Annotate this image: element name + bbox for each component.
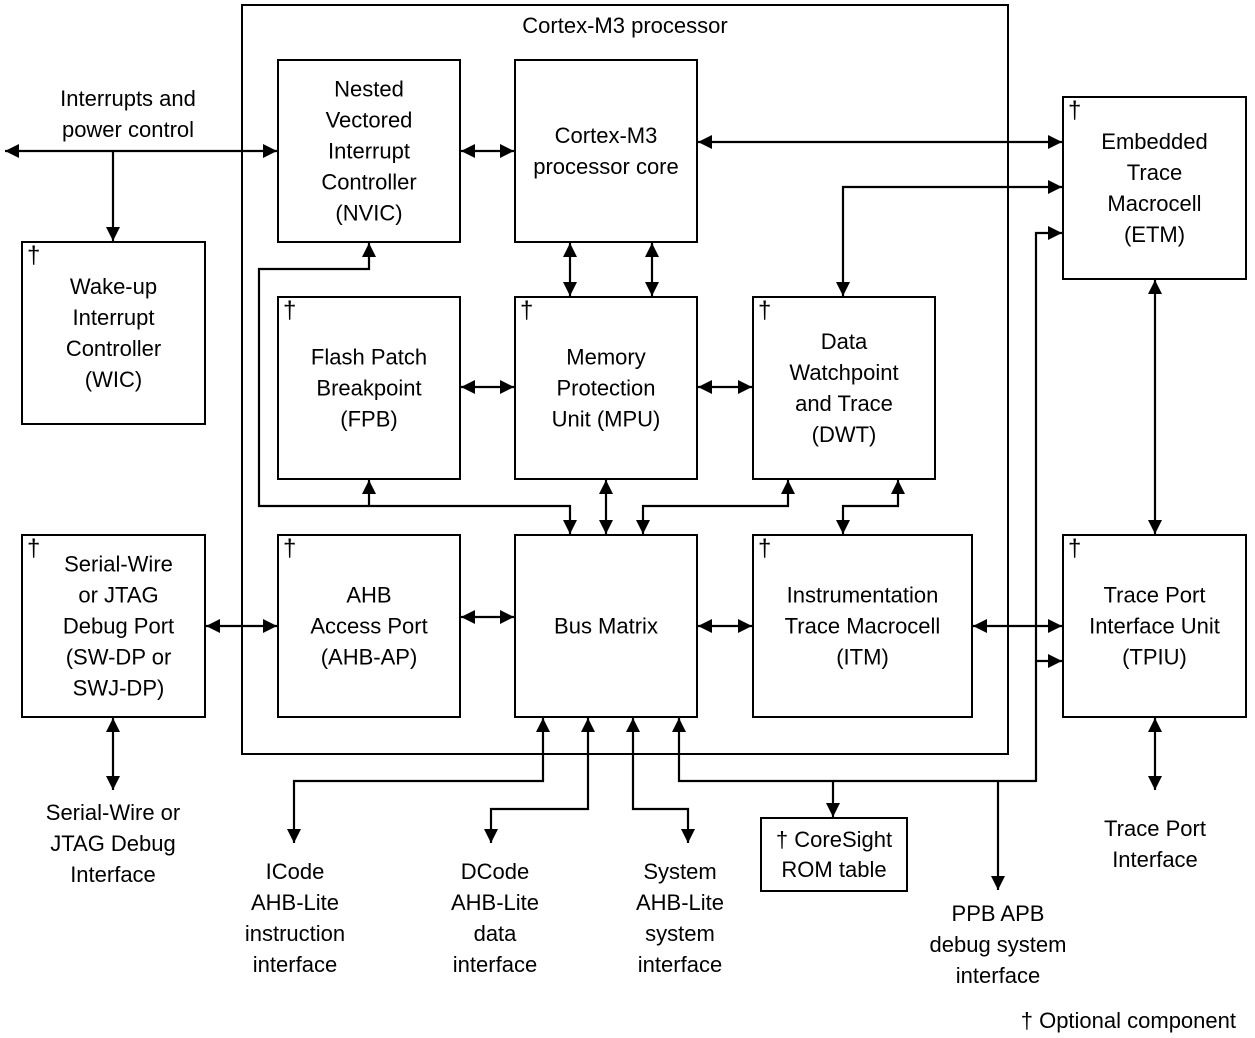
optional-marker: † <box>1068 535 1082 562</box>
rom-table-label: † CoreSight ROM table <box>775 826 893 882</box>
itm-block[interactable]: † Instrumentation Trace Macrocell (ITM) <box>752 534 973 718</box>
trace-port-interface-label: Trace Port Interface <box>1104 816 1206 872</box>
optional-marker: † <box>758 297 772 324</box>
core-block[interactable]: Cortex-M3 processor core <box>514 59 698 243</box>
swdp-label: Serial-Wire or JTAG Debug Port (SW-DP or… <box>62 551 175 701</box>
ppb-interface-label: PPB APB debug system interface <box>929 901 1067 988</box>
cortex-m3-processor-boundary <box>241 4 1009 755</box>
mpu-block[interactable]: † Memory Protection Unit (MPU) <box>514 296 698 480</box>
etm-block[interactable]: † Embedded Trace Macrocell (ETM) <box>1062 96 1247 280</box>
bus-dcode-wire <box>484 718 595 843</box>
interrupts-label: Interrupts and power control <box>60 86 196 142</box>
icode-interface-label: ICode AHB-Lite instruction interface <box>244 859 346 977</box>
ahb-ap-label: AHB Access Port (AHB-AP) <box>310 582 428 670</box>
rom-table-block[interactable]: † CoreSight ROM table <box>760 817 908 892</box>
optional-marker: † <box>27 535 41 562</box>
optional-marker: † <box>520 297 534 324</box>
tpiu-label: Trace Port Interface Unit (TPIU) <box>1089 582 1220 670</box>
optional-marker: † <box>283 535 297 562</box>
ppb-etm-wire <box>1034 226 1062 782</box>
optional-component-legend: † Optional component <box>1020 1008 1236 1033</box>
wic-block[interactable]: † Wake-up Interrupt Controller (WIC) <box>21 241 206 425</box>
wic-label: Wake-up Interrupt Controller (WIC) <box>65 274 162 392</box>
dwt-block[interactable]: † Data Watchpoint and Trace (DWT) <box>752 296 936 480</box>
system-interface-label: System AHB-Lite system interface <box>635 859 725 977</box>
swdp-block[interactable]: † Serial-Wire or JTAG Debug Port (SW-DP … <box>21 534 206 718</box>
optional-marker: † <box>1068 97 1082 124</box>
optional-marker: † <box>758 535 772 562</box>
bus-dwt-wire <box>636 480 795 534</box>
bus-nvic-loop-wire <box>257 243 577 534</box>
etm-label: Embedded Trace Macrocell (ETM) <box>1101 129 1208 247</box>
processor-title: Cortex-M3 processor <box>522 13 728 38</box>
bus-system-wire <box>626 718 695 843</box>
ahb-ap-block[interactable]: † AHB Access Port (AHB-AP) <box>277 534 461 718</box>
bus-matrix-block[interactable]: Bus Matrix <box>514 534 698 718</box>
fpb-label: Flash Patch Breakpoint (FPB) <box>310 344 428 432</box>
fpb-block[interactable]: † Flash Patch Breakpoint (FPB) <box>277 296 461 480</box>
optional-marker: † <box>27 242 41 269</box>
optional-marker: † <box>283 297 297 324</box>
itm-label: Instrumentation Trace Macrocell (ITM) <box>784 582 941 670</box>
dwt-label: Data Watchpoint and Trace (DWT) <box>789 329 899 447</box>
nvic-block[interactable]: Nested Vectored Interrupt Controller (NV… <box>277 59 461 243</box>
mpu-label: Memory Protection Unit (MPU) <box>551 344 661 432</box>
nvic-label: Nested Vectored Interrupt Controller (NV… <box>321 76 417 226</box>
bus-matrix-label: Bus Matrix <box>554 613 658 639</box>
dcode-interface-label: DCode AHB-Lite data interface <box>450 859 540 977</box>
bus-ppb-wire <box>672 718 1036 783</box>
swj-interface-label: Serial-Wire or JTAG Debug Interface <box>45 800 181 887</box>
core-label: Cortex-M3 processor core <box>533 123 679 179</box>
dwt-itm-wire <box>836 480 905 534</box>
etm-dwt-wire <box>836 180 1062 296</box>
tpiu-block[interactable]: † Trace Port Interface Unit (TPIU) <box>1062 534 1247 718</box>
